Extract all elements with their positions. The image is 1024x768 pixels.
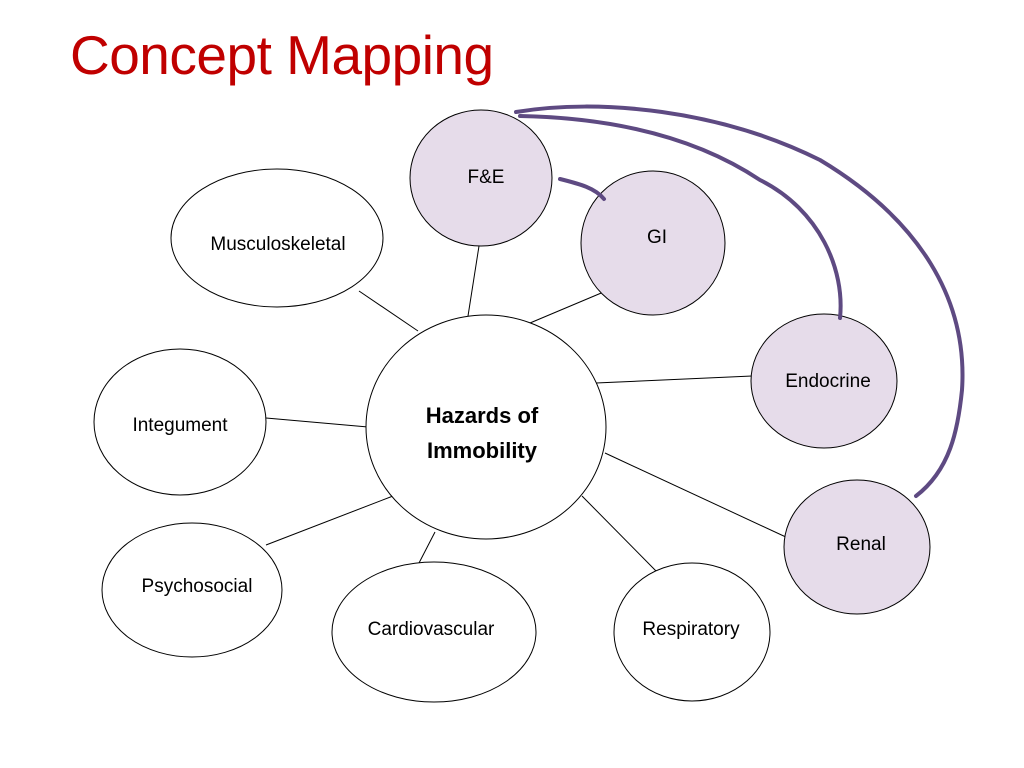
slide-title: Concept Mapping [70, 24, 494, 86]
center-label-line2: Immobility [427, 438, 538, 463]
node-psychosocial [101, 522, 283, 658]
node-musculoskeletal [170, 168, 384, 308]
node-cardiovascular [331, 561, 537, 703]
connector-fe-renal [514, 104, 965, 498]
label-musculoskeletal: Musculoskeletal [210, 234, 345, 255]
label-cardiovascular: Cardiovascular [368, 619, 495, 640]
label-respiratory: Respiratory [642, 619, 740, 640]
spoke-renal [604, 452, 789, 539]
label-psychosocial: Psychosocial [142, 576, 253, 597]
node-center [365, 314, 607, 540]
spoke-musculoskeletal [358, 290, 419, 332]
connector-fe-gi [558, 177, 606, 201]
spoke-psychosocial [265, 495, 394, 546]
node-respiratory [613, 562, 771, 702]
label-fe: F&E [468, 167, 505, 188]
label-endocrine: Endocrine [785, 371, 871, 392]
label-gi: GI [647, 227, 667, 248]
spoke-gi [529, 290, 607, 324]
node-fe [409, 109, 553, 247]
spoke-integument [265, 417, 369, 428]
spoke-respiratory [581, 495, 658, 573]
spoke-cardiovascular [418, 531, 436, 564]
spoke-endocrine [595, 375, 753, 384]
node-endocrine [750, 313, 898, 449]
cross-links [514, 104, 965, 498]
center-label-line1: Hazards of [426, 403, 539, 428]
label-renal: Renal [836, 534, 886, 555]
node-integument [93, 348, 267, 496]
spoke-lines [265, 245, 789, 573]
spoke-fe [467, 245, 480, 317]
node-gi [580, 170, 726, 316]
label-integument: Integument [132, 415, 228, 436]
connector-fe-endocrine [518, 114, 843, 320]
node-renal [783, 479, 931, 615]
